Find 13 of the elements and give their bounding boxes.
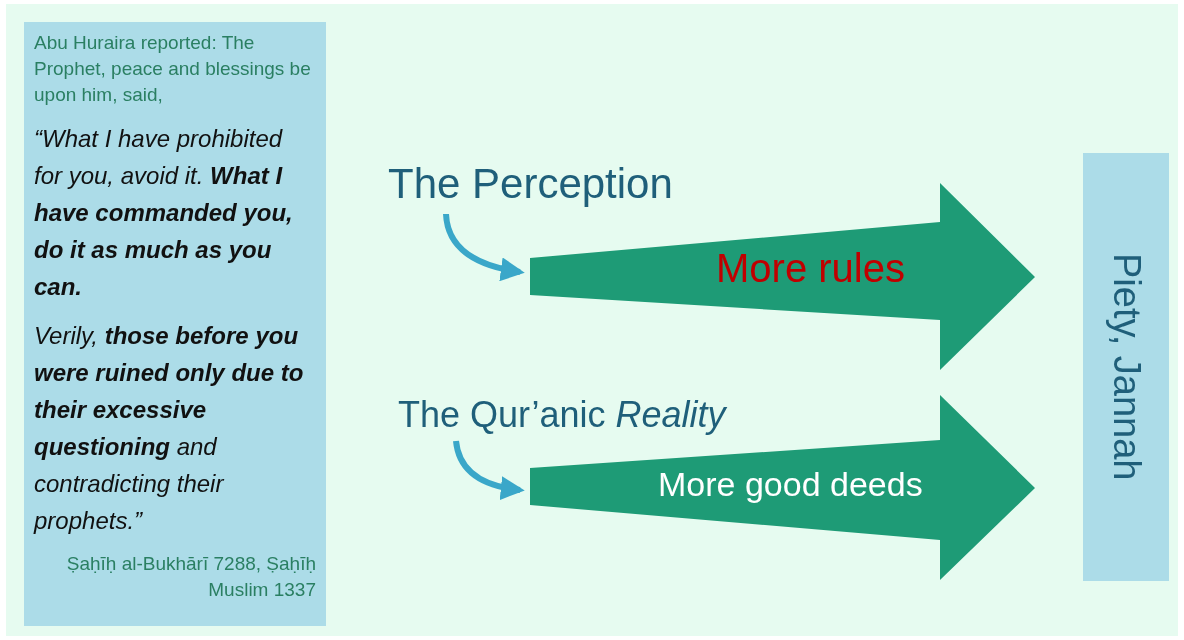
arrow-label: More rules: [716, 246, 905, 291]
result-box: [1083, 153, 1169, 581]
result-text: Piety, Jannah: [1104, 253, 1148, 481]
heading-text: The Perception: [388, 160, 673, 207]
quote-text: “What I have prohibited for you, avoid it. What I have commanded you, do it as much as you can.: [34, 124, 294, 302]
heading-text: The Qur’anic Reality: [398, 394, 726, 435]
quote-text: Verily, those before you were ruined only due to their excessive questioning and contradicting their prophets.”: [34, 321, 305, 536]
curved-arrow: [453, 440, 525, 500]
quote-panel: [24, 22, 326, 626]
attribution-text: Abu Huraira reported: The Prophet, peace and blessings be upon him, said,: [34, 31, 312, 107]
curved-arrow: [443, 213, 525, 281]
arrow-label: More good deeds: [658, 465, 923, 504]
citation-text: Ṣaḥīḥ al-Bukhārī 7288, Ṣaḥīḥ Muslim 1337: [65, 552, 316, 602]
